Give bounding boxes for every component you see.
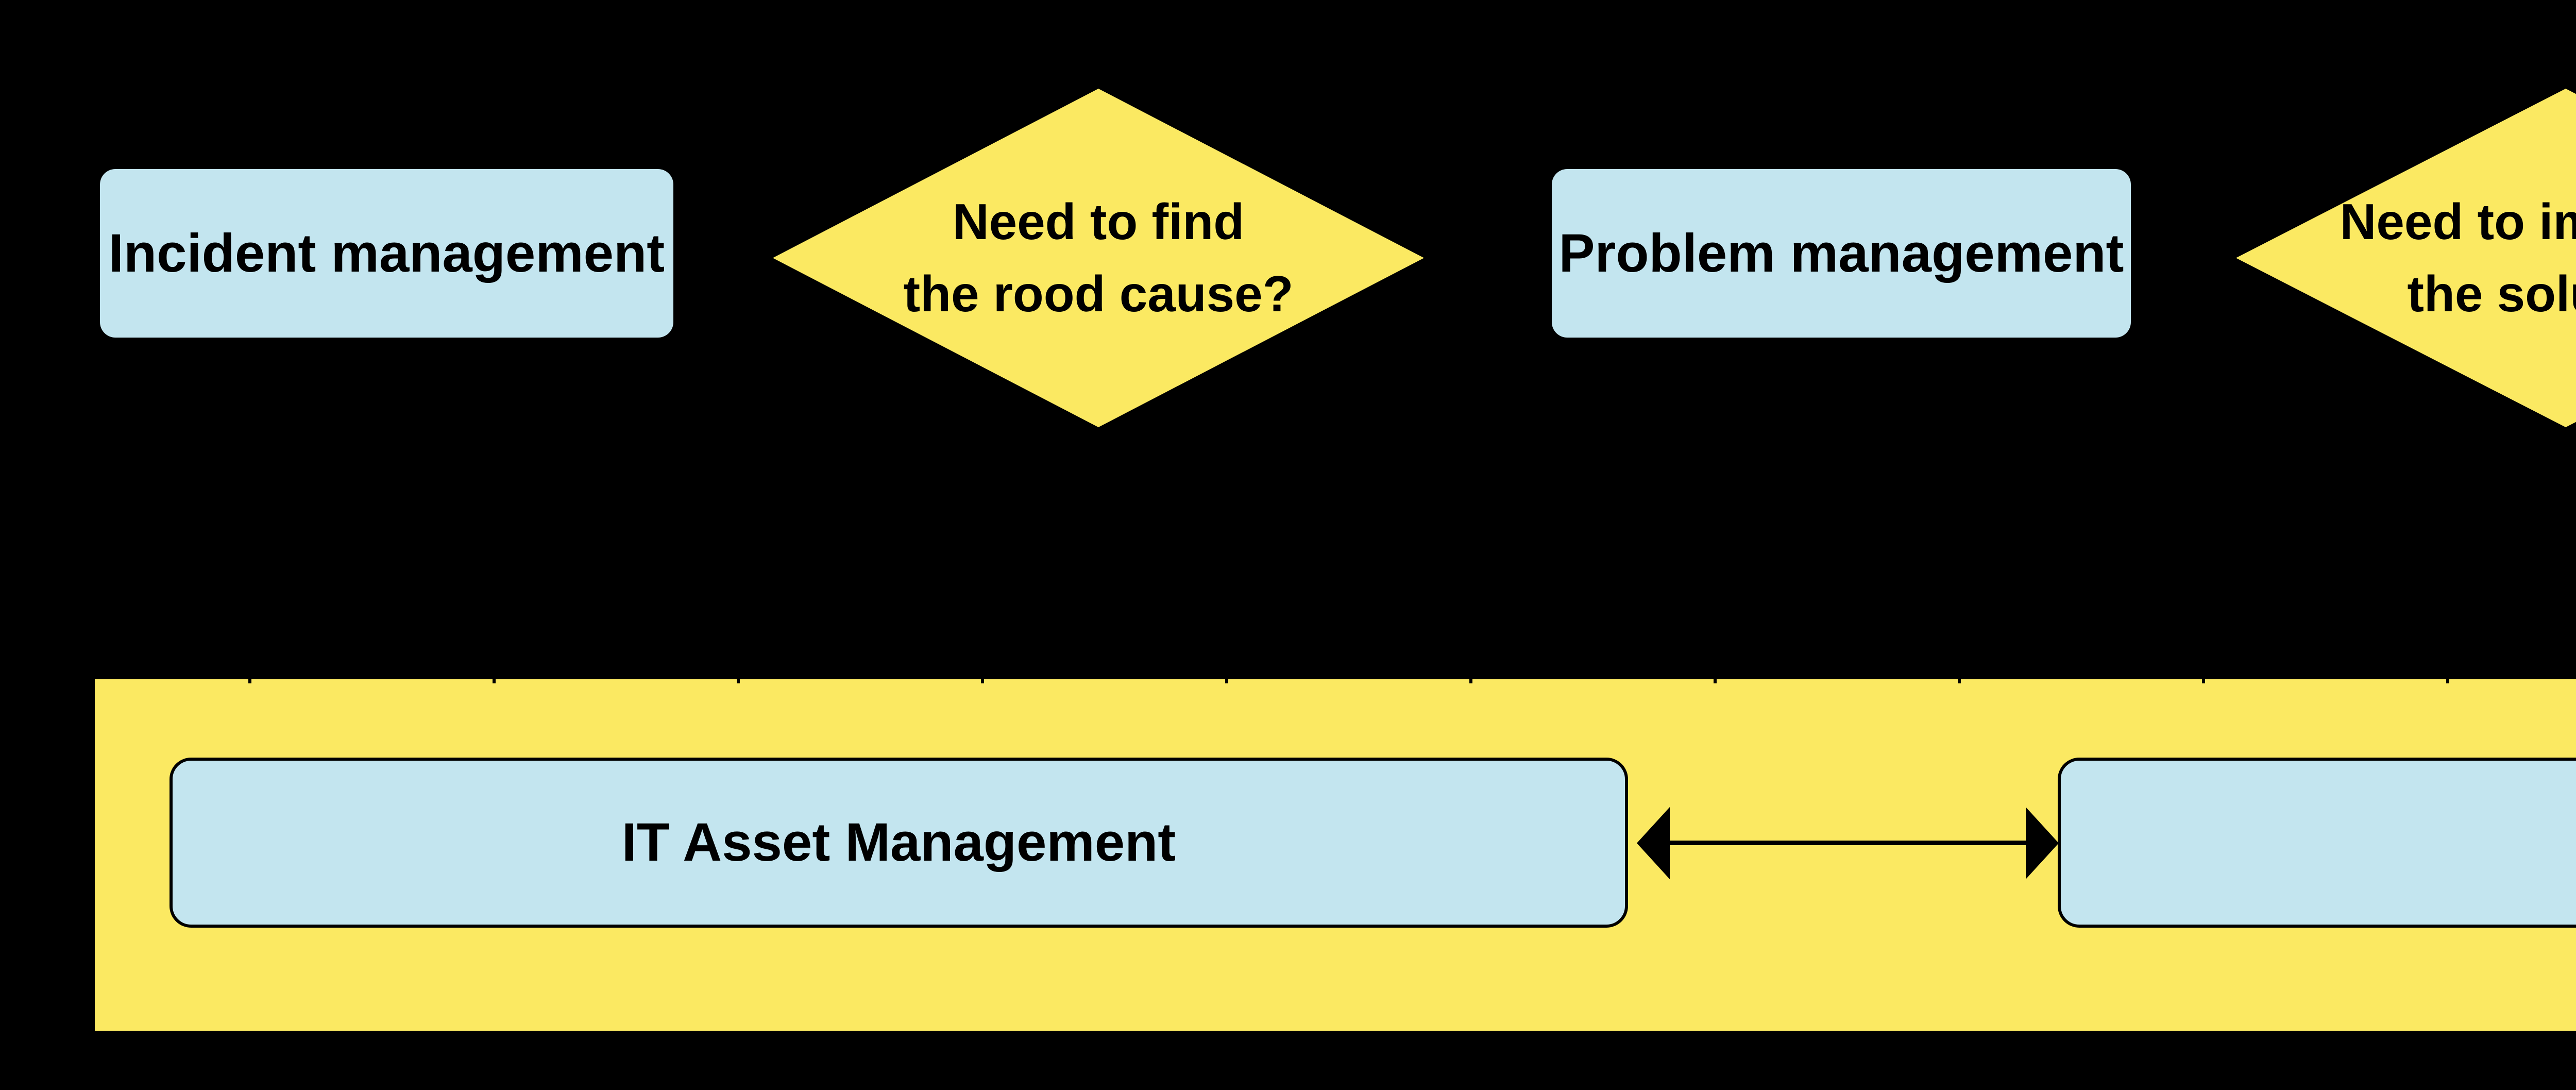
subsystem-label: IT Asset Management	[621, 812, 1176, 873]
yellow-group-container: IT Asset Management CMDB	[95, 679, 2576, 1031]
process-box-problem-management: Problem management	[1552, 169, 2131, 338]
process-label: Problem management	[1558, 223, 2124, 283]
subsystem-box-it-asset-management: IT Asset Management	[170, 758, 1628, 928]
process-box-incident-management: Incident management	[100, 169, 673, 338]
decision-label: Need to find the rood cause?	[903, 193, 1294, 322]
decision-diamond-root-cause: Need to find the rood cause?	[773, 89, 1424, 427]
subsystem-box-cmdb: CMDB	[2058, 758, 2576, 928]
process-label: Incident management	[108, 223, 665, 283]
decision-label: Need to implement the solution?	[2340, 193, 2576, 322]
decision-diamond-implement-solution: Need to implement the solution?	[2236, 89, 2576, 427]
right-arrowhead-icon	[2026, 807, 2059, 879]
left-arrowhead-icon	[1637, 807, 1670, 879]
bidirectional-arrow-line	[1667, 841, 2028, 845]
